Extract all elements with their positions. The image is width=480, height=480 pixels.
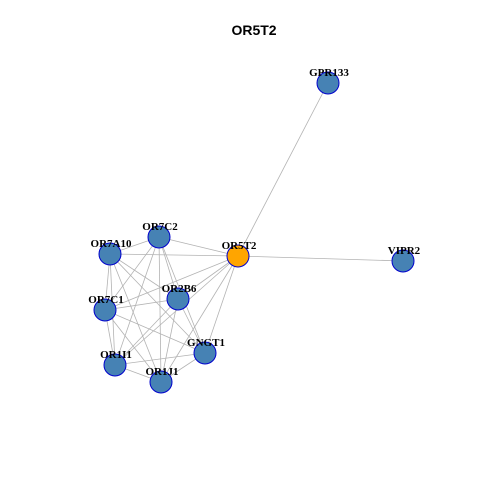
edge-or5t2-or7c1	[104, 255, 239, 311]
edge-gngt1-or1i1	[114, 352, 206, 366]
edge-or5t2-gpr133	[237, 82, 329, 257]
edge-or7a10-or1j1	[109, 253, 162, 383]
edge-or7c1-or1j1	[104, 309, 162, 383]
edge-or7c2-or1j1	[158, 236, 162, 383]
node-label-gngt1: GNGT1	[187, 337, 225, 349]
edge-or5t2-gngt1	[204, 255, 239, 354]
node-label-or7a10: OR7A10	[91, 238, 132, 250]
edge-or7c2-or7c1	[104, 236, 160, 311]
node-or7c2[interactable]	[147, 225, 171, 249]
edge-or5t2-or7a10	[109, 253, 239, 257]
node-label-or7c2: OR7C2	[142, 221, 178, 233]
node-gpr133[interactable]	[316, 71, 340, 95]
node-label-or5t2: OR5T2	[222, 240, 257, 252]
node-or5t2[interactable]	[226, 244, 250, 268]
node-vipr2[interactable]	[391, 249, 415, 273]
node-label-or1i1: OR1I1	[100, 349, 132, 361]
edge-or2b6-or1i1	[114, 298, 179, 366]
edge-or5t2-or1j1	[160, 255, 239, 383]
node-or1j1[interactable]	[149, 370, 173, 394]
node-label-or7c1: OR7C1	[88, 294, 123, 306]
node-label-or1j1: OR1J1	[146, 366, 179, 378]
edge-or2b6-or1j1	[160, 298, 179, 383]
edge-or5t2-or1i1	[114, 255, 239, 366]
edge-or2b6-or7c1	[104, 298, 179, 311]
node-layer	[93, 71, 415, 394]
node-gngt1[interactable]	[193, 341, 217, 365]
node-or1i1[interactable]	[103, 353, 127, 377]
edge-or7c2-or1i1	[114, 236, 160, 366]
node-label-gpr133: GPR133	[309, 67, 349, 79]
node-or7c1[interactable]	[93, 298, 117, 322]
node-or7a10[interactable]	[98, 242, 122, 266]
edge-or7a10-gngt1	[109, 253, 206, 354]
node-label-vipr2: VIPR2	[388, 245, 421, 257]
diagram-title: OR5T2	[231, 22, 276, 38]
edge-or5t2-or2b6	[177, 255, 239, 300]
edge-or7c1-gngt1	[104, 309, 206, 354]
edge-or5t2-or7c2	[158, 236, 239, 257]
node-label-or2b6: OR2B6	[162, 283, 197, 295]
edge-or5t2-vipr2	[237, 255, 404, 262]
edge-or7a10-or2b6	[109, 253, 179, 300]
node-or2b6[interactable]	[166, 287, 190, 311]
